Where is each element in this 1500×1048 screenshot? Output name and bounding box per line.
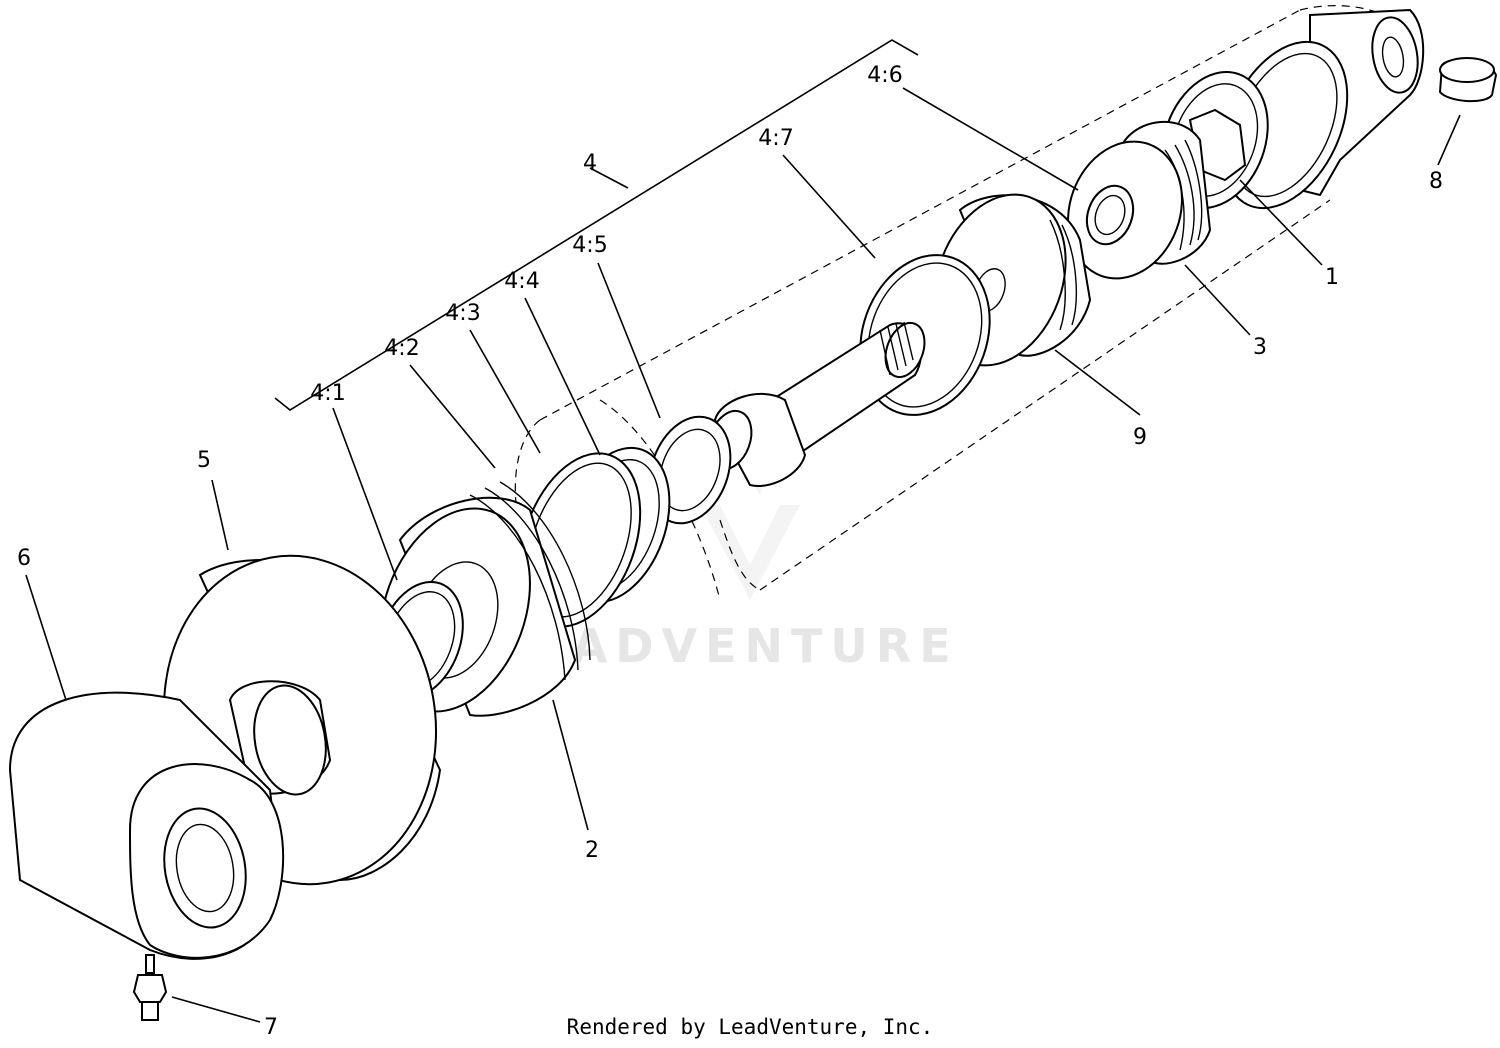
callout-4-3: 4:3 [445,301,480,326]
callout-4-7: 4:7 [758,126,793,151]
callout-7: 7 [264,1015,278,1040]
callout-4-5: 4:5 [572,233,607,258]
eye-end-part-6 [8,691,285,960]
piston-rod [707,321,926,487]
assembly-bracket-4 [274,39,919,411]
clevis-end [1221,8,1425,210]
callout-4-1: 4:1 [310,381,345,406]
callout-4-2: 4:2 [384,336,419,361]
callout-4-6: 4:6 [867,63,902,88]
callout-8: 8 [1429,169,1443,194]
callout-6: 6 [17,546,31,571]
callout-2: 2 [585,838,599,863]
grease-fitting-part-7 [132,954,168,1021]
bushing-part-8 [1438,57,1498,103]
render-credit: Rendered by LeadVenture, Inc. [567,1015,934,1039]
piston-part-3 [1067,121,1212,280]
callout-3: 3 [1253,335,1267,360]
callout-labels: 4 4:1 4:2 4:3 4:4 4:5 4:6 4:7 1 3 9 8 5 … [17,63,1443,1040]
callout-5: 5 [197,448,211,473]
callout-4-4: 4:4 [504,269,539,294]
leader-lines [25,87,1461,1023]
callout-9: 9 [1133,425,1147,450]
callout-4: 4 [583,151,597,176]
callout-1: 1 [1325,265,1339,290]
